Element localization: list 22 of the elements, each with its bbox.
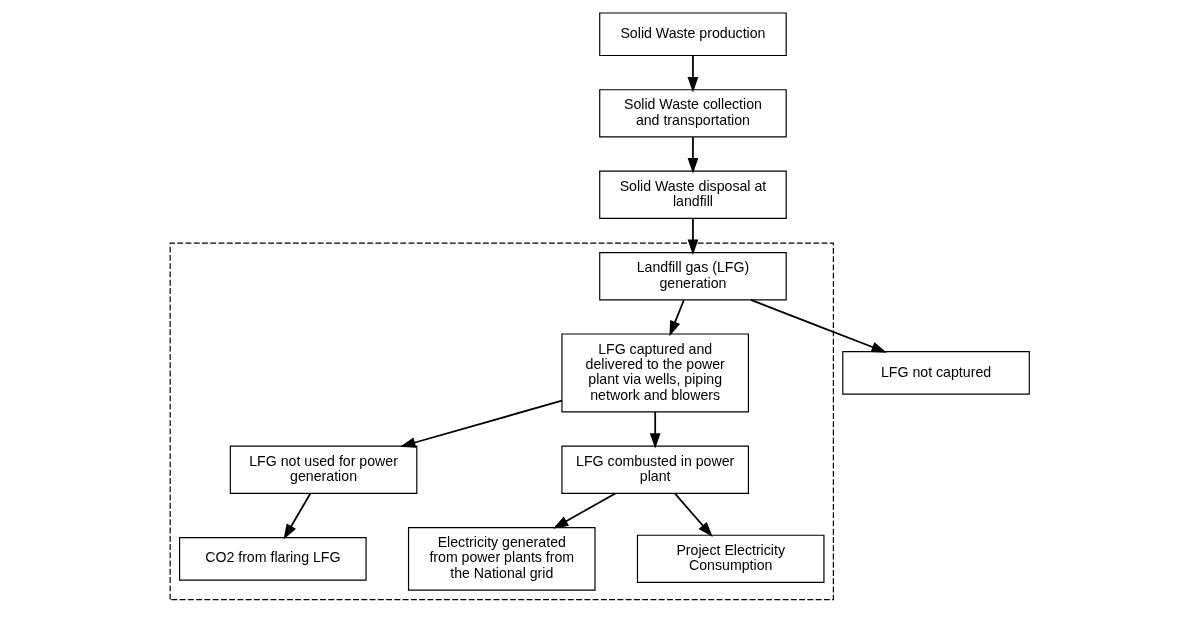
node-box: LFG not captured bbox=[841, 351, 1030, 395]
node-box: Solid Waste production bbox=[598, 12, 787, 57]
node-box: LFG captured and delivered to the power plant via wells, piping network and blowers bbox=[560, 333, 749, 413]
arrow bbox=[399, 399, 563, 448]
node-box: Project Electricity Consumption bbox=[636, 534, 825, 583]
arrow bbox=[687, 217, 698, 255]
node-box: Solid Waste collection and transportation bbox=[598, 89, 787, 138]
arrow bbox=[687, 136, 698, 174]
arrow bbox=[283, 492, 311, 540]
node-box: LFG combusted in power plant bbox=[560, 445, 749, 494]
node-box: Landfill gas (LFG) generation bbox=[598, 252, 787, 301]
arrow bbox=[552, 492, 616, 529]
arrow bbox=[749, 298, 887, 353]
arrow bbox=[649, 411, 661, 449]
node-box: LFG not used for power generation bbox=[229, 445, 417, 494]
arrow bbox=[673, 492, 713, 538]
node-box: Solid Waste disposal at landfill bbox=[598, 170, 787, 219]
node-box: Electricity generated from power plants from the National grid bbox=[407, 526, 596, 591]
arrow bbox=[687, 54, 698, 93]
cluster bbox=[169, 242, 834, 601]
arrow bbox=[668, 299, 685, 337]
node-box: CO2 from flaring LFG bbox=[178, 537, 367, 581]
